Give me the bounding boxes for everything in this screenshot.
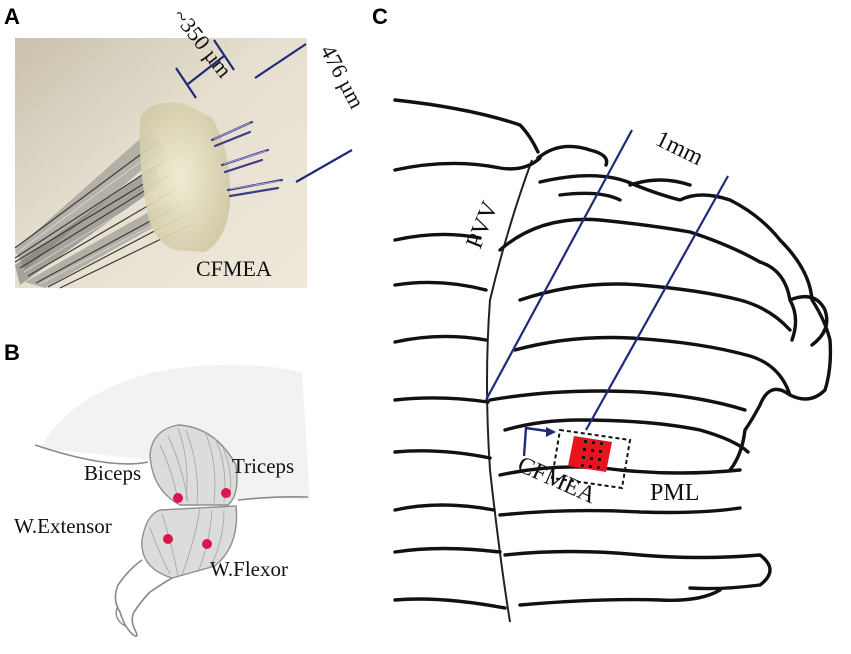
hand-outline: [114, 559, 173, 638]
dimension-markers: [175, 39, 353, 183]
wrist-flexor-electrode-dot: [202, 539, 212, 549]
wrist-extensor-label: W.Extensor: [14, 514, 112, 538]
panel-b-letter: B: [4, 340, 20, 365]
panel-c: C: [372, 4, 833, 623]
triceps-label: Triceps: [232, 454, 294, 478]
scale-lines: [485, 129, 729, 431]
biceps-electrode-dot: [173, 493, 183, 503]
cerebellum-outline: [393, 98, 833, 623]
wrist-flexor-label: W.Flexor: [210, 557, 288, 581]
body-outline: [34, 444, 149, 465]
panel-a: A: [4, 4, 370, 289]
triceps-electrode-dot: [221, 488, 231, 498]
pml-label: PML: [650, 480, 699, 506]
gel-block: [139, 102, 231, 252]
forearm: [141, 505, 238, 579]
panel-b: B: [4, 340, 310, 638]
cfmea-photo-label: CFMEA: [196, 256, 272, 281]
electrode-grid: [581, 440, 603, 469]
implant-site: [522, 426, 632, 490]
panel-a-letter: A: [4, 4, 20, 29]
scale-label: 1mm: [651, 126, 707, 171]
orientation-marker: [522, 426, 556, 457]
panel-c-letter: C: [372, 4, 388, 29]
wrist-extensor-electrode-dot: [163, 534, 173, 544]
pvv-label: PVV: [461, 197, 503, 252]
electrode-length-label: 476 µm: [316, 41, 370, 113]
biceps-label: Biceps: [84, 461, 141, 485]
cfmea-photo: [14, 38, 307, 289]
emg-electrodes: [163, 488, 231, 549]
upper-arm: [149, 424, 238, 506]
cfmea-footprint: [550, 428, 632, 490]
